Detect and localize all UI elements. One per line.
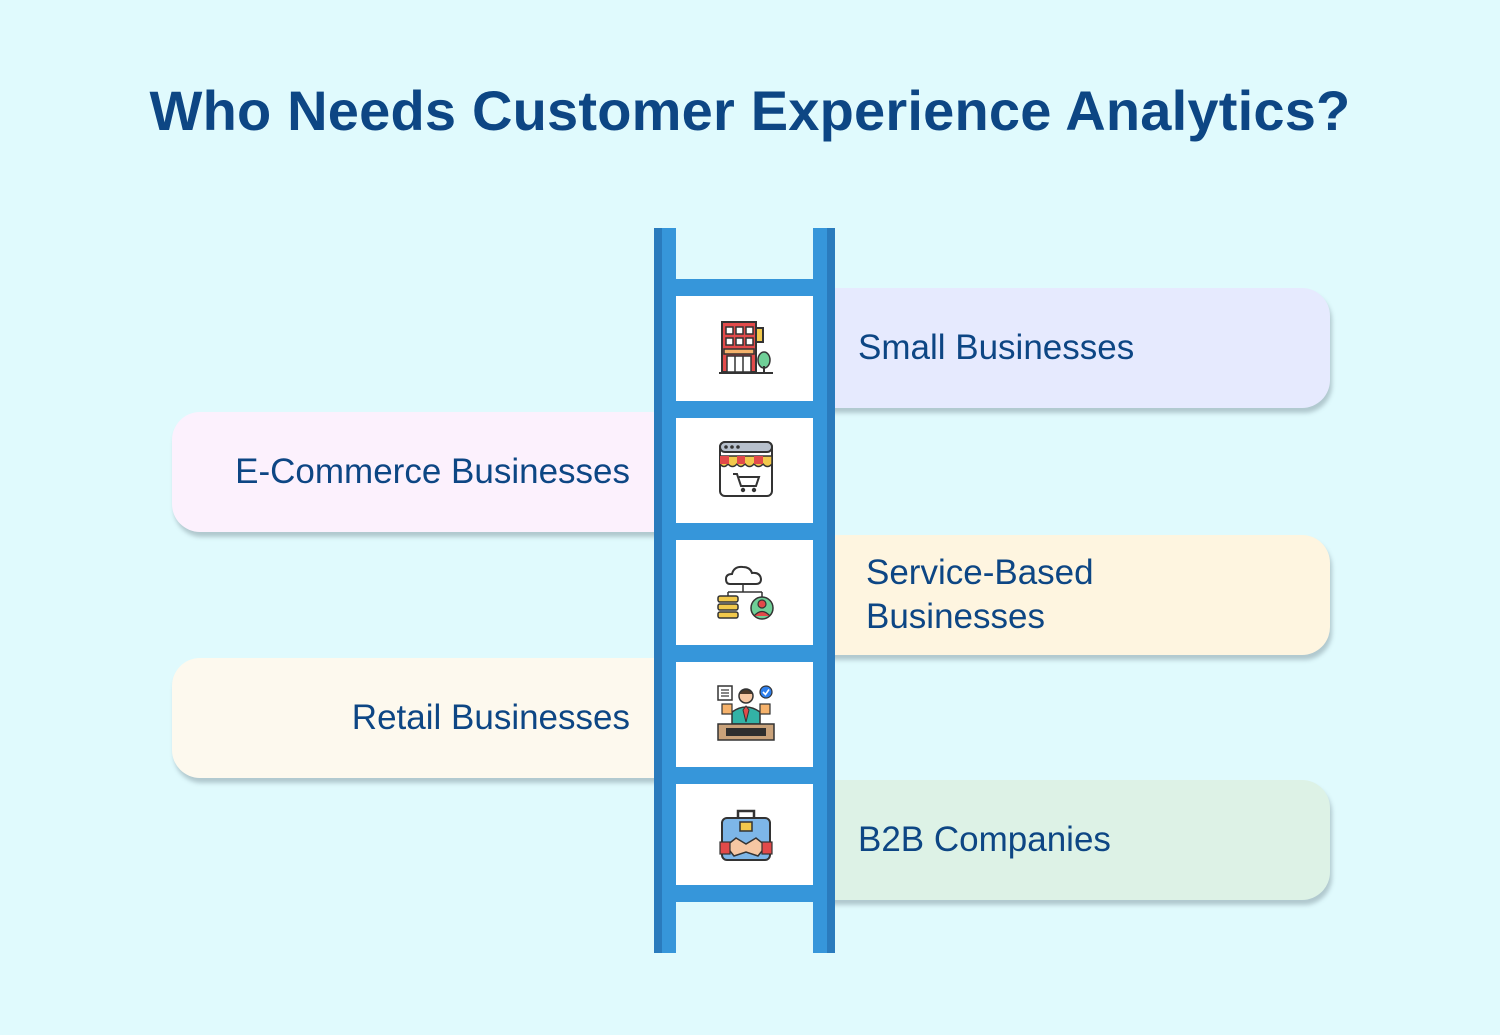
card-service-based-businesses: Service-Based Businesses [800,535,1330,655]
card-label: E-Commerce Businesses [235,452,630,491]
card-ecommerce-businesses: E-Commerce Businesses [172,412,692,532]
card-b2b-companies: B2B Companies [800,780,1330,900]
card-small-businesses: Small Businesses [800,288,1330,408]
card-label: Retail Businesses [351,698,630,737]
storefront-building-icon [716,318,776,378]
card-label: Small Businesses [858,328,1135,367]
ladder-rung [666,523,823,540]
ladder-rung [666,885,823,902]
retail-person-counter-icon [716,684,776,744]
ladder-rung [666,645,823,662]
page-title: Who Needs Customer Experience Analytics? [149,79,1351,142]
ladder-rail-left [654,228,676,953]
card-label: Service-Based Businesses [866,553,1094,636]
ladder-rung [666,401,823,418]
cloud-service-user-icon [716,562,776,622]
ladder-rung [666,767,823,784]
online-shop-cart-icon [716,440,776,500]
ladder-rung [666,279,823,296]
card-retail-businesses: Retail Businesses [172,658,692,778]
card-label: B2B Companies [858,820,1111,859]
briefcase-handshake-icon [716,806,776,866]
ladder-rail-right [813,228,835,953]
